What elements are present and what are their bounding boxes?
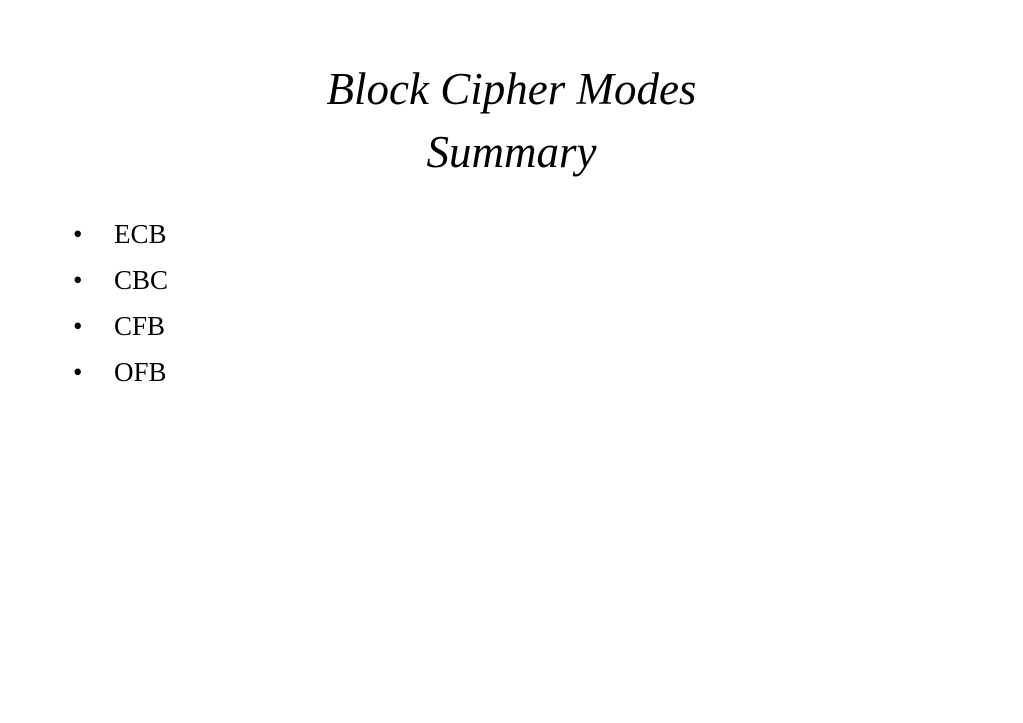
bullet-text-cfb: CFB [114,311,166,341]
slide-title: Block Cipher Modes Summary [0,58,1023,184]
bullet-icon: • [73,357,83,387]
bullet-icon: • [73,265,83,295]
bullet-text-ecb: ECB [114,219,167,249]
bullet-icon: • [73,219,83,249]
bullet-text-ofb: OFB [114,357,167,387]
slide-title-line-1: Block Cipher Modes [326,64,697,114]
bullet-text-cbc: CBC [114,265,169,295]
bullet-icon: • [73,311,83,341]
slide-title-line-2: Summary [426,127,597,177]
